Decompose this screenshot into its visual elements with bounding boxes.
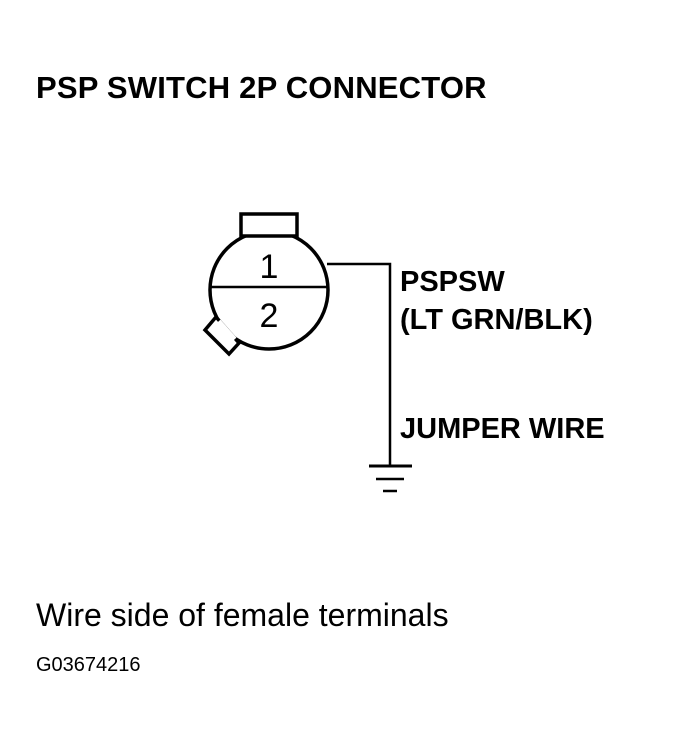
pin-1-label: 1 [260, 248, 279, 286]
ground-icon [369, 464, 412, 493]
view-caption: Wire side of female terminals [36, 597, 449, 633]
notch-mask [217, 319, 237, 341]
wire-color-code: (LT GRN/BLK) [400, 304, 593, 336]
diagram-title: PSP SWITCH 2P CONNECTOR [36, 70, 487, 105]
jumper-wire [327, 262, 392, 465]
pin-2-label: 2 [260, 297, 279, 335]
jumper-wire-label: JUMPER WIRE [400, 413, 605, 445]
connector-lock-tab [239, 212, 299, 238]
figure-id: G03674216 [36, 654, 141, 676]
wire-signal-name: PSPSW [400, 266, 505, 298]
